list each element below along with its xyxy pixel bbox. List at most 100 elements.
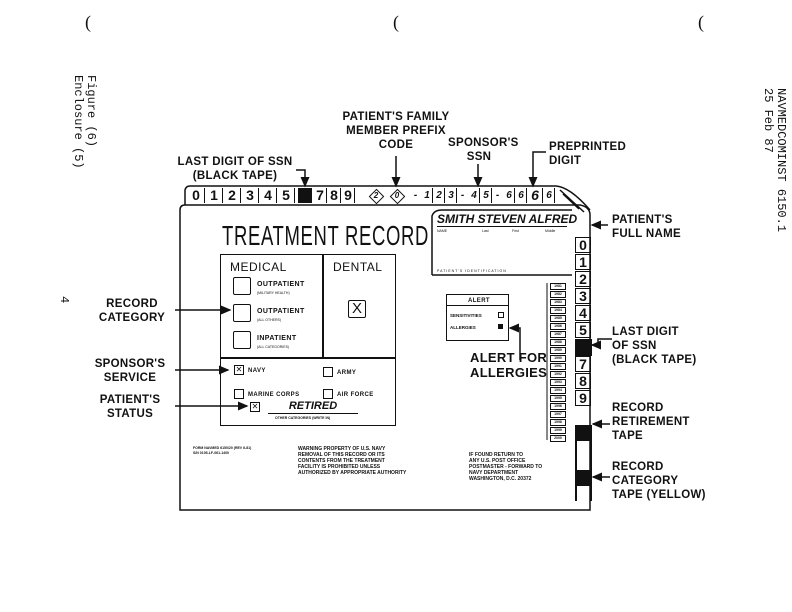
ssn-cell: - bbox=[460, 190, 465, 201]
side-digit: 3 bbox=[575, 288, 591, 304]
year-label: 1990 bbox=[550, 355, 566, 362]
top-digit-cell: 0 bbox=[188, 188, 205, 203]
alert-item: SENSITIVITIES bbox=[450, 313, 482, 318]
retirement-tape bbox=[575, 425, 592, 441]
year-label: 1983 bbox=[550, 299, 566, 306]
side-digit: 8 bbox=[575, 373, 591, 389]
service-label: MARINE CORPS bbox=[248, 392, 300, 398]
prefix-diamond: 2 bbox=[368, 188, 385, 205]
year-label: 1988 bbox=[550, 339, 566, 346]
year-label: 1981 bbox=[550, 283, 566, 290]
status-value: RETIRED bbox=[268, 400, 358, 414]
top-digit-cell: 7 bbox=[314, 188, 327, 203]
inpatient-checkbox[interactable] bbox=[233, 331, 251, 349]
option-label: INPATIENT bbox=[257, 335, 297, 342]
allergies-checkbox[interactable] bbox=[498, 324, 503, 329]
dental-checkbox[interactable]: X bbox=[348, 300, 366, 318]
service-label: AIR FORCE bbox=[337, 392, 374, 398]
ssn-cell: 4 bbox=[469, 188, 480, 203]
name-field-label: First bbox=[512, 229, 519, 233]
option-sub: (ALL CATEGORIES) bbox=[257, 345, 290, 349]
side-digit: 0 bbox=[575, 237, 591, 253]
category-box bbox=[220, 254, 396, 426]
year-label: 1997 bbox=[550, 411, 566, 418]
ssn-cell: 3 bbox=[446, 188, 457, 203]
name-fine-print: PATIENT'S IDENTIFICATION bbox=[437, 269, 507, 273]
navy-checkbox[interactable]: ✕ bbox=[234, 365, 244, 375]
year-label: 1998 bbox=[550, 419, 566, 426]
form-number: FORM NAVMED 6150/20 (REV 6-81)S/N 0105-L… bbox=[193, 446, 252, 455]
alert-box bbox=[446, 294, 509, 341]
year-label: 1985 bbox=[550, 315, 566, 322]
black-tape-top bbox=[298, 188, 312, 203]
alert-heading: ALERT bbox=[468, 298, 490, 304]
name-field-label: Middle bbox=[545, 229, 556, 233]
card-title: TREATMENT RECORD bbox=[222, 220, 430, 251]
paren-mark: ( bbox=[393, 12, 399, 32]
year-label: 1999 bbox=[550, 427, 566, 434]
outpatient-military-checkbox[interactable] bbox=[233, 277, 251, 295]
top-digit-cell: 3 bbox=[242, 188, 259, 203]
sensitivities-checkbox[interactable] bbox=[498, 312, 504, 318]
side-digit: 1 bbox=[575, 254, 591, 270]
status-checkbox[interactable]: ✕ bbox=[250, 402, 260, 412]
top-digit-cell: 1 bbox=[206, 188, 223, 203]
paren-mark: ( bbox=[698, 12, 704, 32]
year-label: 1987 bbox=[550, 331, 566, 338]
ssn-cell: 6 bbox=[504, 188, 515, 203]
alert-item: ALLERGIES bbox=[450, 325, 476, 330]
year-label: 1993 bbox=[550, 379, 566, 386]
option-label: OUTPATIENT bbox=[257, 281, 305, 288]
top-digit-cell: 2 bbox=[224, 188, 241, 203]
top-digit-cell: 5 bbox=[278, 188, 295, 203]
year-label: 1995 bbox=[550, 395, 566, 402]
ssn-cell: 6 bbox=[544, 188, 555, 203]
year-label: 1989 bbox=[550, 347, 566, 354]
outpatient-others-checkbox[interactable] bbox=[233, 304, 251, 322]
callout-last-digit-ssn: LAST DIGIT OF SSN(BLACK TAPE) bbox=[177, 156, 293, 182]
year-label: 1994 bbox=[550, 387, 566, 394]
year-label: 1986 bbox=[550, 323, 566, 330]
ssn-cell: - bbox=[495, 190, 500, 201]
year-label: 1991 bbox=[550, 363, 566, 370]
top-digit-cell: 8 bbox=[328, 188, 341, 203]
year-label: 1992 bbox=[550, 371, 566, 378]
ssn-cell: 6 bbox=[528, 188, 543, 203]
year-label: 1982 bbox=[550, 291, 566, 298]
category-tape bbox=[575, 470, 592, 486]
top-digit-cell: 4 bbox=[260, 188, 277, 203]
status-caption: OTHER CATEGORIES (WRITE IN) bbox=[275, 416, 331, 420]
name-field-label: NAME bbox=[437, 229, 448, 233]
ssn-cell: 2 bbox=[434, 188, 445, 203]
paren-mark: ( bbox=[85, 12, 91, 32]
service-label: ARMY bbox=[337, 370, 357, 376]
option-sub: (MILITARY HEALTH) bbox=[257, 291, 290, 295]
army-checkbox[interactable] bbox=[323, 367, 333, 377]
air-force-checkbox[interactable] bbox=[323, 389, 333, 399]
side-digit: 7 bbox=[575, 356, 591, 372]
prefix-diamond: 0 bbox=[389, 188, 406, 205]
year-label: 2000 bbox=[550, 435, 566, 442]
side-digit: 9 bbox=[575, 390, 591, 406]
side-digit: 2 bbox=[575, 271, 591, 287]
marine-corps-checkbox[interactable] bbox=[234, 389, 244, 399]
ssn-cell: 1 bbox=[422, 188, 433, 203]
year-label: 1996 bbox=[550, 403, 566, 410]
option-sub: (ALL OTHERS) bbox=[257, 318, 281, 322]
ssn-cell: - bbox=[413, 190, 418, 201]
